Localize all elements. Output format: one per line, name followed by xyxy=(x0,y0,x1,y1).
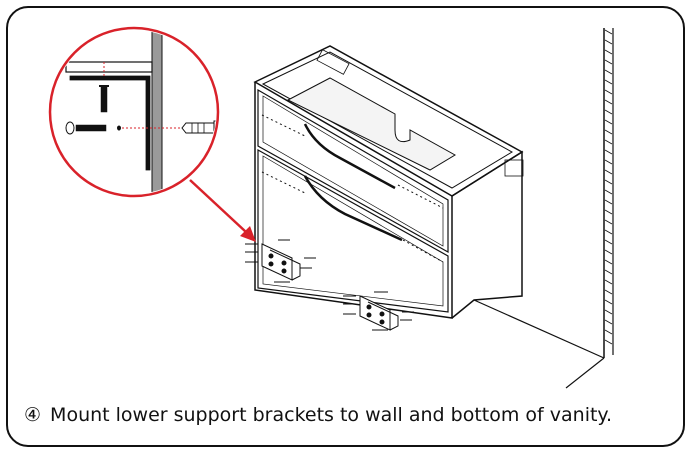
instruction-caption: ④ Mount lower support brackets to wall a… xyxy=(24,400,674,430)
vanity-cabinet xyxy=(253,45,524,319)
step-text: Mount lower support brackets to wall and… xyxy=(50,404,612,426)
support-bracket-right xyxy=(343,291,414,331)
step-number: ④ xyxy=(24,404,42,426)
detail-callout-circle xyxy=(48,26,220,198)
callout-connector xyxy=(189,179,256,242)
wall xyxy=(473,28,614,389)
support-bracket-left xyxy=(245,239,316,283)
